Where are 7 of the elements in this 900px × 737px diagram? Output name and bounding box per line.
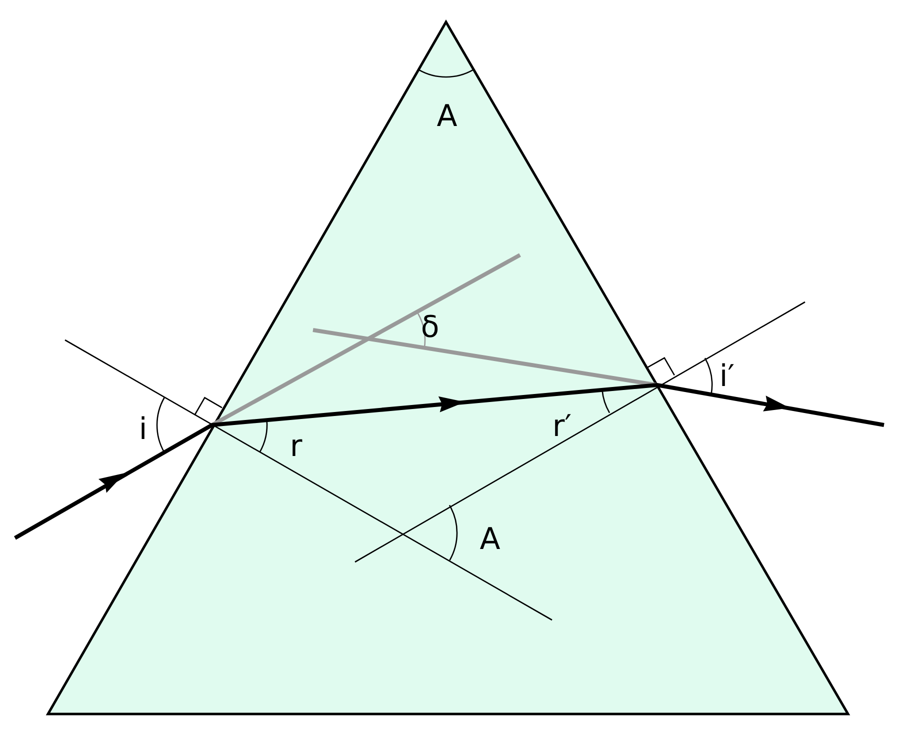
angle-label: i	[138, 415, 148, 445]
angle-label: r′	[552, 412, 572, 442]
angle-label: A	[436, 102, 458, 132]
angle-label: i′	[719, 362, 735, 392]
angle-label: r	[290, 432, 302, 462]
angle-label: δ	[420, 313, 440, 343]
angle-label: A	[480, 525, 500, 555]
